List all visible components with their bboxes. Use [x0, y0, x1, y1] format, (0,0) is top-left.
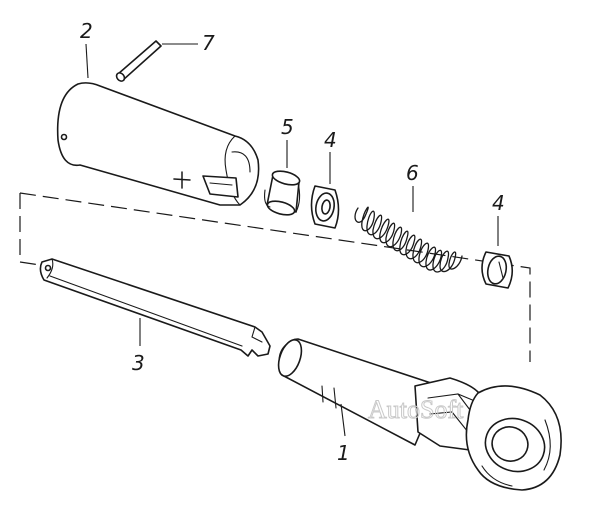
part-3-key-bar — [39, 258, 271, 357]
callout-part-4-right: 4 — [492, 191, 505, 215]
part-1-rod-end — [277, 338, 562, 491]
callout-part-6: 6 — [406, 161, 419, 185]
callout-part-3: 3 — [132, 351, 145, 375]
part-7-pin — [115, 40, 162, 82]
callout-part-5: 5 — [281, 115, 294, 139]
part-5-bushing — [264, 170, 301, 216]
part-6-spring — [354, 206, 463, 273]
leader-1 — [340, 403, 346, 437]
assembly-dashed-boundary — [19, 192, 531, 362]
callout-part-2: 2 — [80, 19, 93, 43]
part-4-spacer-left — [310, 185, 340, 229]
part-2-tube-housing — [56, 82, 260, 206]
callout-part-4-left: 4 — [324, 128, 337, 152]
part-4-spacer-right — [481, 251, 514, 289]
callout-part-1: 1 — [337, 441, 350, 465]
callout-part-7: 7 — [202, 31, 215, 55]
watermark: AutoSoft — [368, 395, 464, 424]
leader-2 — [85, 43, 89, 79]
